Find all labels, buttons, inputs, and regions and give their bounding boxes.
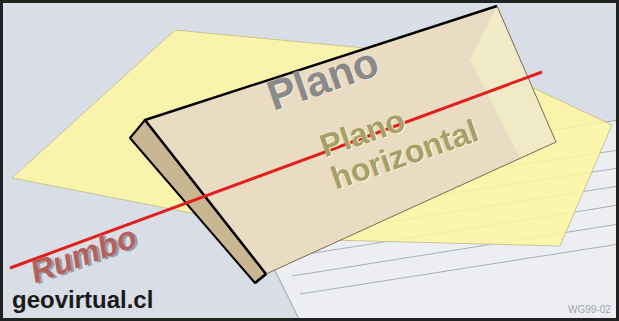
figure-code: WG99-02 [568, 305, 611, 315]
watermark: geovirtual.cl [12, 288, 153, 312]
